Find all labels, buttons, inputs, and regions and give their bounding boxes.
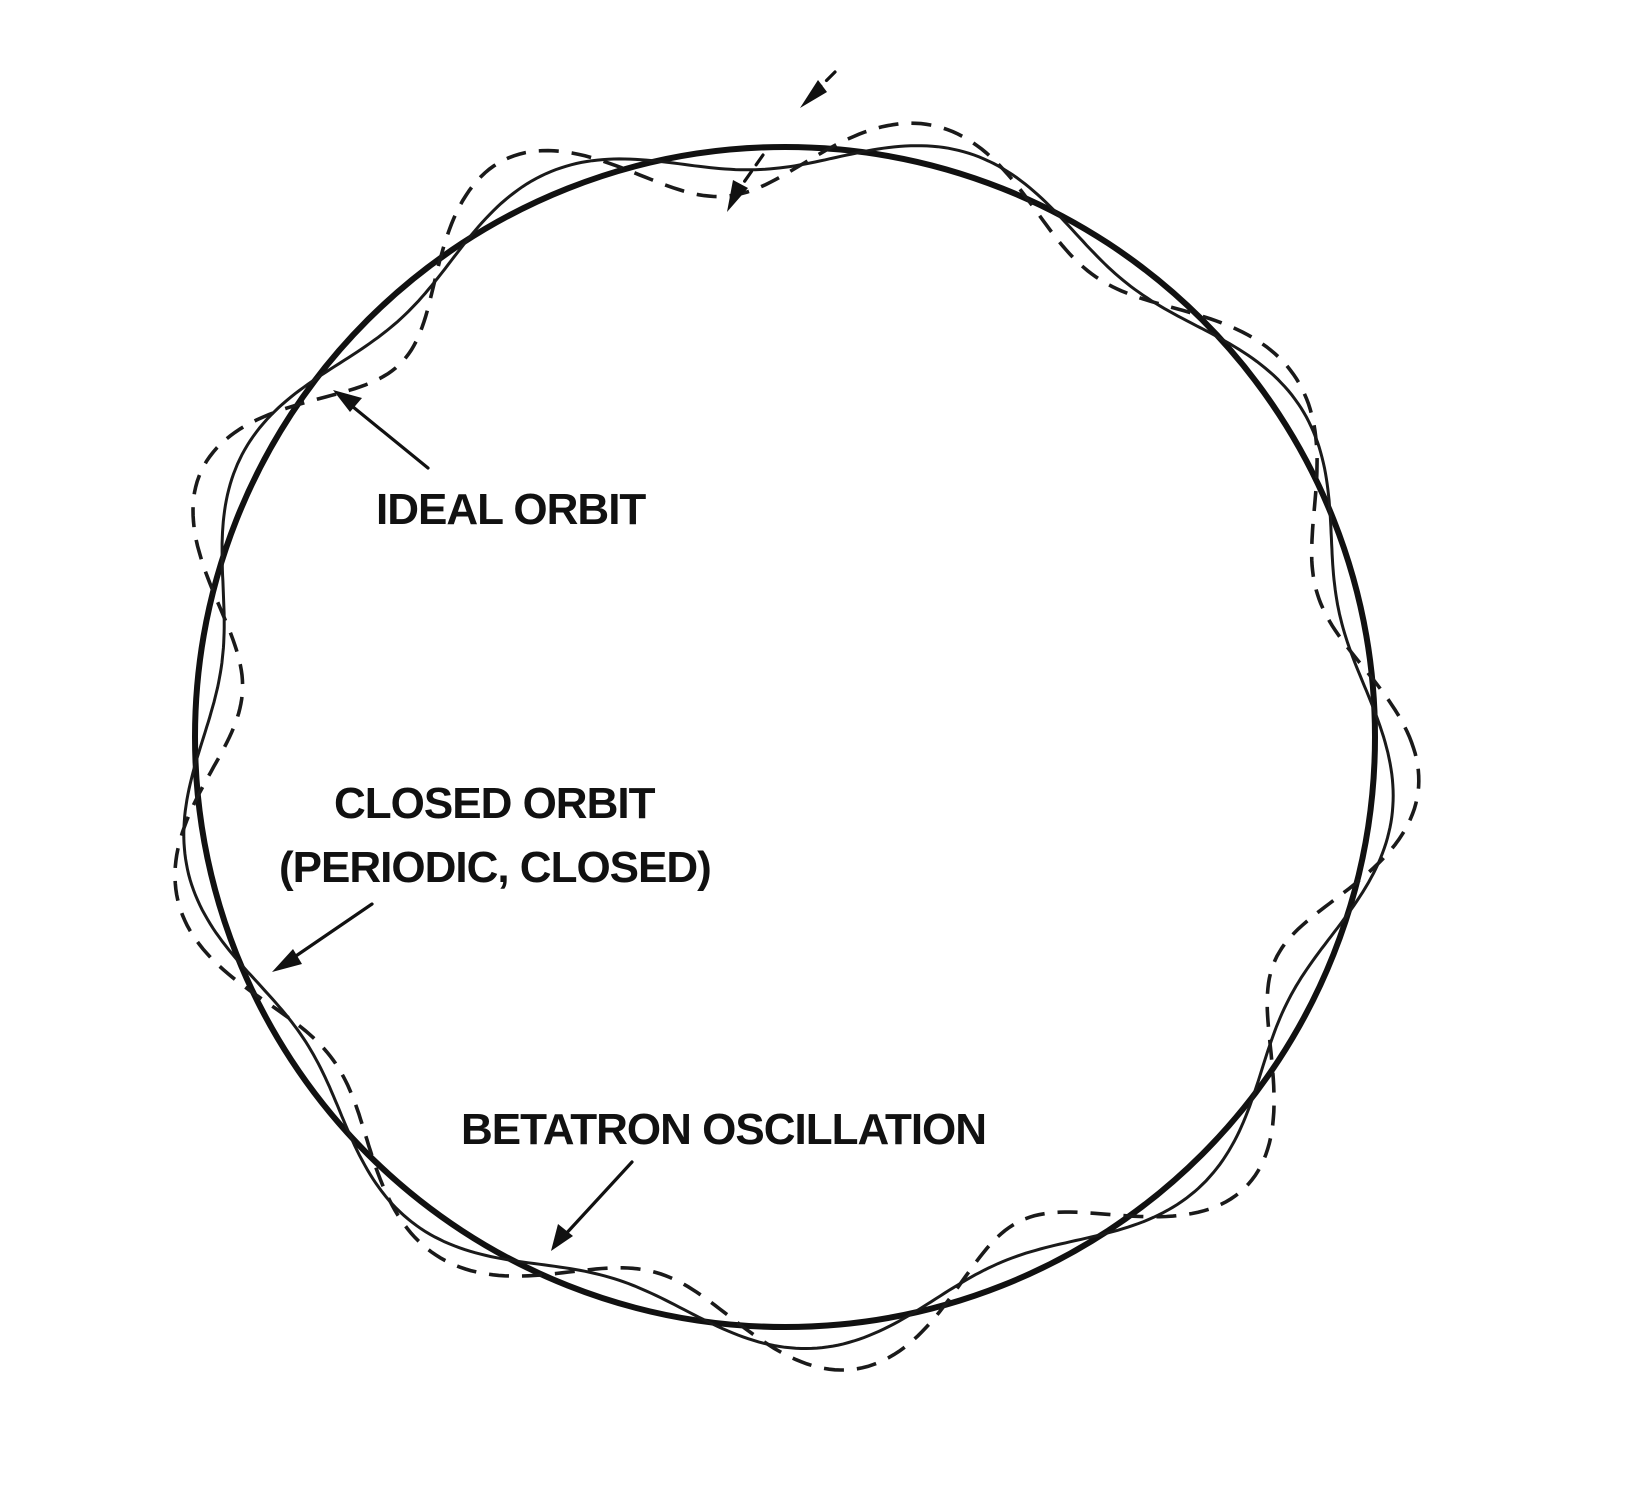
betatron-oscillation-pointer [551, 1160, 634, 1251]
closed-orbit-label: CLOSED ORBIT [334, 779, 656, 828]
betatron-oscillation-label: BETATRON OSCILLATION [461, 1105, 986, 1154]
closed-orbit-path [182, 144, 1395, 1350]
direction-arrows [727, 70, 837, 212]
closed-orbit-pointer [272, 902, 374, 972]
ideal-orbit-label: IDEAL ORBIT [376, 485, 646, 534]
ideal-orbit-circle [192, 144, 1378, 1330]
ideal-orbit-pointer [333, 390, 430, 470]
betatron-oscillation-path [173, 121, 1421, 1372]
closed-orbit-subtitle-label: (PERIODIC, CLOSED) [279, 843, 711, 892]
